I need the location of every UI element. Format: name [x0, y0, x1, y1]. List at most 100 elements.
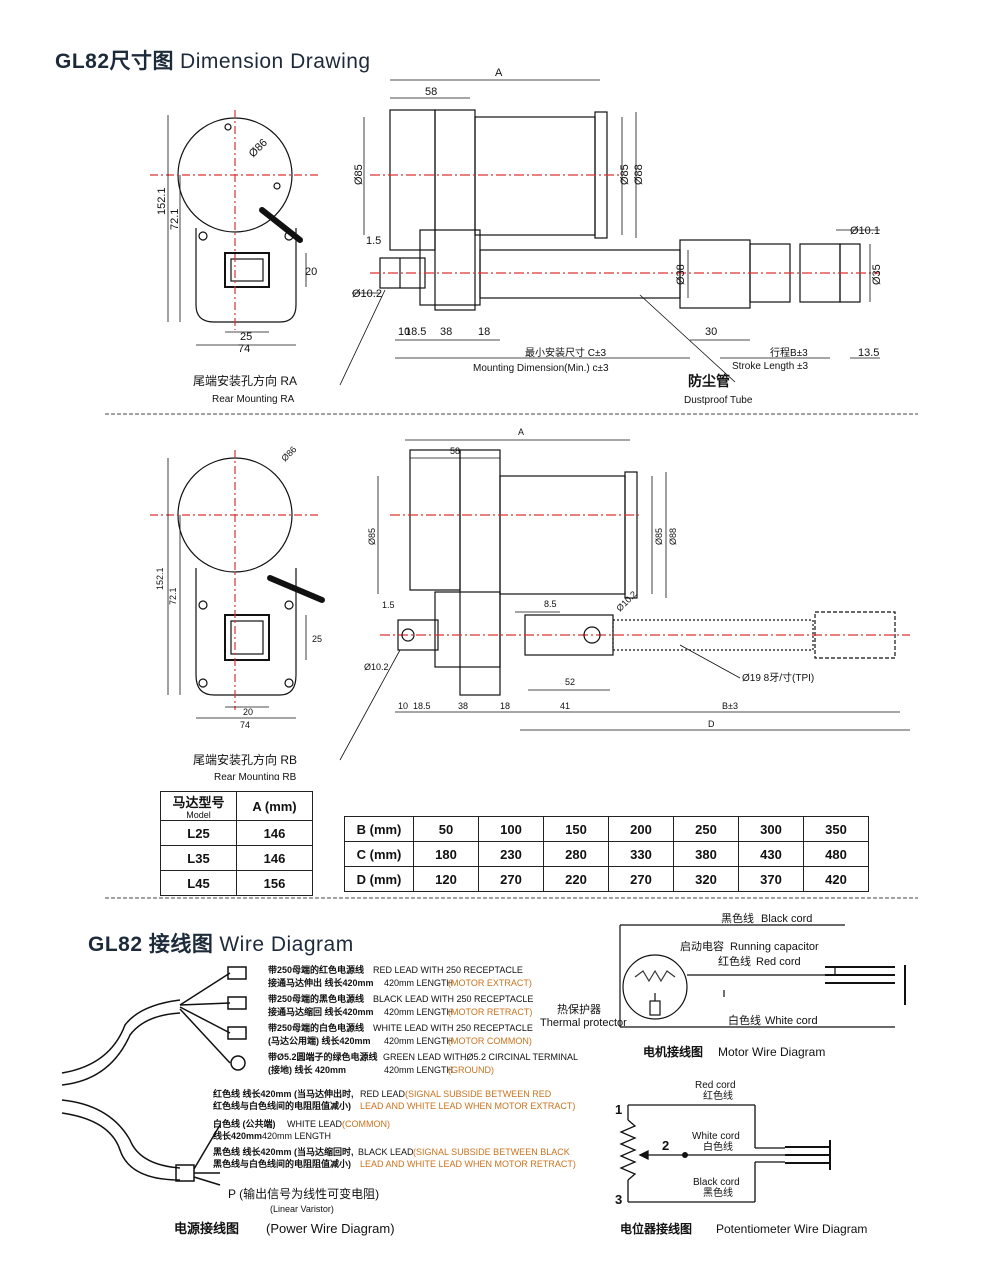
- dim2-58: 58: [450, 446, 460, 456]
- dust-en: Dustproof Tube: [684, 395, 753, 406]
- dim2-1-5: 1.5: [382, 600, 395, 610]
- dim-1-5: 1.5: [366, 235, 381, 247]
- cell: 370: [738, 866, 804, 892]
- pot-wire-0-en1: RED LEAD: [360, 1089, 406, 1099]
- power-wire-0-note: (MOTOR EXTRACT): [448, 978, 532, 988]
- junction-dot: [682, 1152, 688, 1158]
- cell: 480: [803, 841, 869, 867]
- power-wire-0-cn1: 带250母端的红色电源线: [268, 964, 364, 975]
- dim-72: 72.1: [169, 209, 181, 230]
- pot-caption-en: Potentiometer Wire Diagram: [716, 1222, 867, 1236]
- a-cell: 156: [236, 870, 313, 896]
- dim-152: 152.1: [156, 187, 168, 215]
- dim-d85-right: Ø85: [619, 164, 631, 185]
- cell: 320: [673, 866, 739, 892]
- cell: 200: [608, 816, 674, 842]
- wire-title-en: Wire Diagram: [219, 933, 354, 956]
- dim2-20: 20: [243, 707, 253, 717]
- dim-38: 38: [440, 326, 452, 338]
- power-wire-2-note: (MOTOR COMMON): [448, 1036, 532, 1046]
- dim-d88: Ø88: [633, 164, 645, 185]
- motor-wire-diagram: 黑色线 Black cord 启动电容 Running capacitor 红色…: [540, 911, 906, 1059]
- power-wire-1-note: (MOTOR RETRACT): [448, 1007, 532, 1017]
- power-wire-0-cn2: 接通马达伸出 线长420mm: [268, 977, 374, 988]
- dim2-d85-right: Ø85: [654, 528, 664, 545]
- dim2-152: 152.1: [155, 567, 165, 590]
- dim2-d88: Ø88: [668, 528, 678, 545]
- a-header-cell: A (mm): [236, 791, 313, 821]
- motor-thermal-cn: 热保护器: [557, 1002, 601, 1016]
- potentiometer-wire-diagram: Red cord 红色线 White cord 白色线 Black cord 黑…: [615, 1080, 867, 1236]
- cell: 180: [413, 841, 479, 867]
- motor-red-cn: 红色线: [718, 954, 751, 968]
- dim-58: 58: [425, 86, 437, 98]
- power-caption-cn: 电源接线图: [174, 1221, 239, 1236]
- dim-d86: Ø86: [247, 137, 270, 160]
- stroke-en: Stroke Length ±3: [732, 361, 809, 372]
- dim2-d10-2b: Ø10.2: [614, 589, 638, 613]
- pot-node-2: 2: [662, 1138, 669, 1153]
- pot-wire-0-cn1: 红色线 线长420mm (当马达伸出时,: [213, 1088, 354, 1099]
- pot-wire-1-note2: 420mm LENGTH: [262, 1131, 331, 1141]
- motor-cap-cn: 启动电容: [680, 939, 724, 953]
- pot-wire-2-cn1: 黑色线 线长420mm (当马达缩回时,: [213, 1146, 354, 1157]
- a-cell: 146: [236, 820, 313, 846]
- pot-wire-1-cn1: 白色线 (公共端): [213, 1118, 276, 1129]
- p-label: P (输出信号为线性可变电阻): [228, 1186, 379, 1201]
- dim2-d86: Ø86: [279, 444, 298, 463]
- motor-black-cn: 黑色线: [721, 911, 754, 925]
- dim-30: 30: [705, 326, 717, 338]
- dim-18-5: 18.5: [405, 326, 426, 338]
- dim2-18-5: 18.5: [413, 701, 431, 711]
- pot-white-cn: 白色线: [703, 1140, 733, 1153]
- dim-13-5: 13.5: [858, 347, 879, 359]
- power-wire-1-en1: BLACK LEAD WITH 250 RECEPTACLE: [373, 994, 533, 1004]
- cell: 270: [608, 866, 674, 892]
- dimension-drawing-ra: Ø86 152.1 72.1 20 25 74 A 58 Ø85 Ø85 Ø88…: [105, 67, 918, 415]
- p-sub: (Linear Varistor): [270, 1204, 334, 1214]
- dim-25: 25: [240, 331, 252, 343]
- power-wire-1-cn1: 带250母端的黑色电源线: [268, 993, 364, 1004]
- row-header: C (mm): [344, 841, 414, 867]
- model-cell: L45: [160, 870, 237, 896]
- pot-black-en: Black cord: [693, 1177, 740, 1188]
- pot-wire-1-en1: WHITE LEAD: [287, 1119, 343, 1129]
- dim2-A: A: [518, 427, 524, 437]
- pot-wire-1-note1: (COMMON): [342, 1119, 390, 1129]
- dim-20: 20: [305, 266, 317, 278]
- rear-ra-en: Rear Mounting RA: [212, 394, 295, 405]
- cell: 350: [803, 816, 869, 842]
- power-wire-1-en2: 420mm LENGTH: [384, 1007, 453, 1017]
- cell: 150: [543, 816, 609, 842]
- pot-wire-0-note2: LEAD AND WHITE LEAD WHEN MOTOR EXTRACT): [360, 1101, 575, 1111]
- pot-node-1: 1: [615, 1102, 622, 1117]
- model-cell: L25: [160, 820, 237, 846]
- dim-18: 18: [478, 326, 490, 338]
- dim-d85: Ø85: [353, 164, 365, 185]
- dim-A: A: [495, 67, 503, 79]
- dim2-41: 41: [560, 701, 570, 711]
- motor-cap-en: Running capacitor: [730, 941, 819, 953]
- dim2-d10-2: Ø10.2: [364, 662, 389, 672]
- rear-rb-cn: 尾端安装孔方向 RB: [193, 752, 297, 767]
- cell: 50: [413, 816, 479, 842]
- pot-white-en: White cord: [692, 1131, 740, 1142]
- cell: 230: [478, 841, 544, 867]
- motor-white-en: White cord: [765, 1015, 818, 1027]
- cell: 430: [738, 841, 804, 867]
- dim2-10: 10: [398, 701, 408, 711]
- dim-10: 10: [398, 326, 410, 338]
- pot-node-3: 3: [615, 1192, 622, 1207]
- cell: 100: [478, 816, 544, 842]
- dimension-title-cn: GL82尺寸图: [55, 50, 175, 73]
- power-wire-0-en2: 420mm LENGTH: [384, 978, 453, 988]
- pot-black-cn: 黑色线: [703, 1186, 733, 1199]
- pot-red-en: Red cord: [695, 1080, 736, 1091]
